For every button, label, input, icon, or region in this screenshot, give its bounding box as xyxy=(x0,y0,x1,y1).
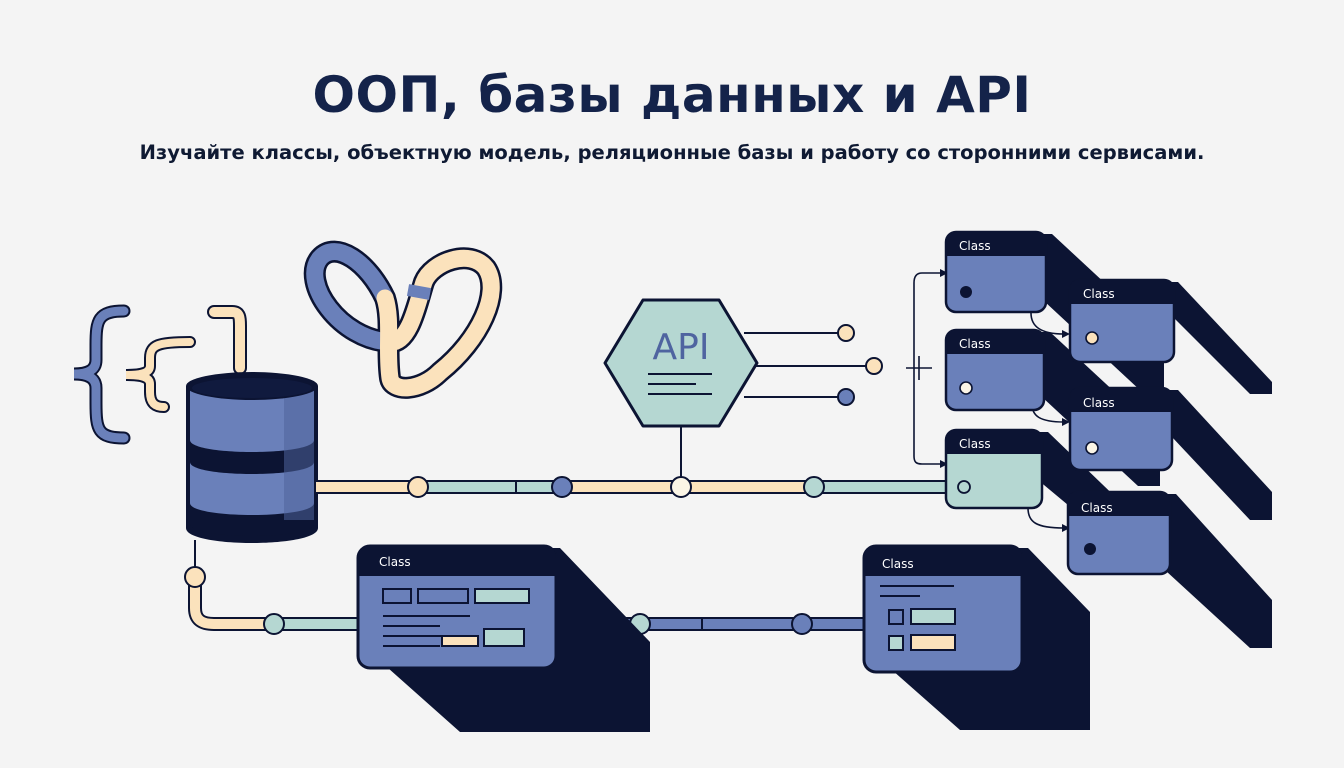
card-shadow xyxy=(1156,282,1272,394)
class-card-label: Class xyxy=(1081,501,1113,515)
class-card-label: Class xyxy=(959,239,991,253)
infinity-loop-icon xyxy=(303,240,503,399)
pipe-node xyxy=(551,476,573,498)
hexagon-api-icon xyxy=(603,298,883,478)
class-card[interactable] xyxy=(1066,490,1172,576)
page-title: ООП, базы данных и API xyxy=(312,66,1032,124)
class-card-label: Class xyxy=(959,437,991,451)
page-subtitle: Изучайте классы, объектную модель, реляц… xyxy=(139,141,1205,164)
curly-brace-icon xyxy=(73,304,131,445)
pipe-node xyxy=(791,613,813,635)
pipe-node xyxy=(184,566,206,588)
card-shadow xyxy=(1154,494,1272,648)
card-shadow xyxy=(892,548,1090,730)
pipe-node xyxy=(407,476,429,498)
class-card-label: Class xyxy=(1083,287,1115,301)
class-card-label: Class xyxy=(1083,396,1115,410)
class-connectors xyxy=(906,269,1070,532)
curly-brace-small-icon xyxy=(125,336,196,413)
class-card-large[interactable] xyxy=(862,544,1024,674)
class-card[interactable] xyxy=(1068,386,1174,472)
class-card-label: Class xyxy=(959,337,991,351)
bracket-pipe-icon xyxy=(207,305,247,375)
pipe-node xyxy=(263,613,285,635)
class-card-highlighted[interactable] xyxy=(944,428,1044,510)
class-card-large[interactable] xyxy=(356,544,558,670)
class-card[interactable] xyxy=(1068,278,1176,364)
card-shadow xyxy=(388,548,650,732)
pipe-node xyxy=(803,476,825,498)
database-icon xyxy=(186,372,318,543)
card-shadow xyxy=(1156,390,1272,520)
class-card[interactable] xyxy=(944,230,1048,314)
pipe-node xyxy=(670,476,692,498)
class-card-label: Class xyxy=(882,557,914,571)
class-card-label: Class xyxy=(379,555,411,569)
class-card[interactable] xyxy=(944,328,1046,412)
api-label: API xyxy=(653,327,710,368)
